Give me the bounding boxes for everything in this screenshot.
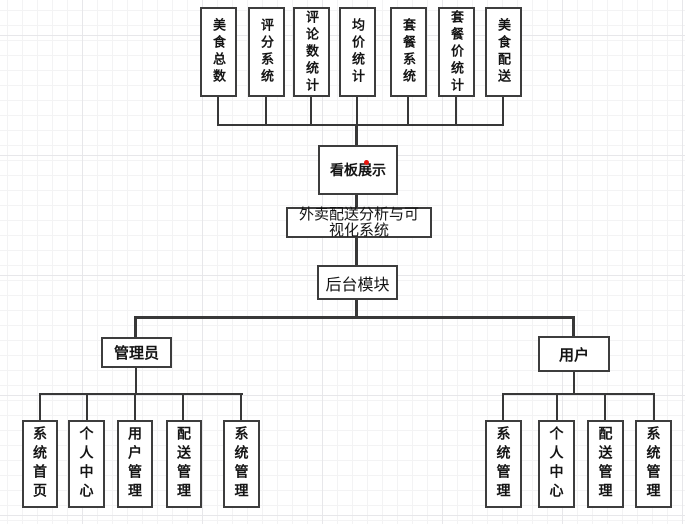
user-child-system-management-2[interactable]: 系统管理 [635,420,672,508]
connector-line [240,393,242,420]
system-title-node[interactable]: 外卖配送分析与可视化系统 [286,205,432,239]
admin-child-user-management[interactable]: 用户管理 [117,420,153,508]
top-node-combo-system-label: 套餐系统 [401,18,416,86]
top-node-food-total[interactable]: 美食总数 [200,7,237,97]
connector-line [134,393,136,420]
branch-bus-line [134,316,575,319]
connector-line [502,97,504,125]
user-label: 用户 [558,346,589,364]
connector-line [135,368,137,394]
dashboard-label: 看板展示 [330,162,386,178]
trunk-line [355,300,358,318]
user-child-system-management-1[interactable]: 系统管理 [485,420,522,508]
trunk-line [572,316,575,337]
user-child-delivery-management[interactable]: 配送管理 [587,420,624,508]
dashboard-node[interactable]: 看板展示 [318,145,398,195]
top-node-average-price-stats[interactable]: 均价统计 [339,7,376,97]
top-node-rating-system-label: 评分系统 [259,18,274,86]
top-node-comment-count-stats[interactable]: 评论数统计 [293,7,330,97]
backend-module-node[interactable]: 后台模块 [317,265,398,300]
admin-child-delivery-management-label: 配送管理 [176,426,192,502]
connector-line [407,97,409,125]
user-child-system-management-2-label: 系统管理 [645,426,662,502]
top-node-combo-system[interactable]: 套餐系统 [390,7,427,97]
admin-child-personal-center-label: 个人中心 [78,426,95,502]
connector-line [556,393,558,420]
connector-line [265,97,267,125]
connector-line [310,97,312,125]
trunk-line [355,195,358,207]
trunk-line [355,238,358,265]
user-child-personal-center[interactable]: 个人中心 [538,420,575,508]
top-node-rating-system[interactable]: 评分系统 [248,7,285,97]
admin-child-system-home[interactable]: 系统首页 [22,420,58,508]
top-node-comment-count-stats-label: 评论数统计 [304,9,319,95]
admin-child-delivery-management[interactable]: 配送管理 [166,420,202,508]
user-bus-line [502,393,655,395]
admin-child-personal-center[interactable]: 个人中心 [68,420,105,508]
top-node-combo-price-stats[interactable]: 套餐价统计 [438,7,475,97]
admin-bus-line [39,393,243,395]
connector-line [455,97,457,125]
admin-child-user-management-label: 用户管理 [127,426,143,502]
user-child-system-management-1-label: 系统管理 [495,426,512,502]
connector-line [217,97,219,125]
user-node[interactable]: 用户 [538,336,610,372]
admin-label: 管理员 [113,345,159,362]
top-node-average-price-stats-label: 均价统计 [350,18,365,86]
connector-line [653,393,655,420]
user-child-delivery-management-label: 配送管理 [597,426,614,502]
user-child-personal-center-label: 个人中心 [548,426,565,502]
admin-child-system-management[interactable]: 系统管理 [223,420,260,508]
top-node-food-delivery-label: 美食配送 [496,18,511,86]
system-title-label: 外卖配送分析与可视化系统 [298,205,419,239]
connector-line [604,393,606,420]
trunk-line [355,124,358,145]
admin-child-system-management-label: 系统管理 [233,426,250,502]
red-dot-marker [364,160,369,165]
connector-line [356,97,358,125]
connector-line [573,372,575,394]
trunk-line [134,316,137,337]
connector-line [502,393,504,420]
connector-line [39,393,41,420]
top-node-combo-price-stats-label: 套餐价统计 [449,9,464,95]
top-node-food-total-label: 美食总数 [211,18,226,86]
backend-module-label: 后台模块 [325,276,390,294]
admin-child-system-home-label: 系统首页 [32,426,48,502]
connector-line [182,393,184,420]
top-node-food-delivery[interactable]: 美食配送 [485,7,522,97]
top-bus-line [217,124,504,126]
admin-node[interactable]: 管理员 [101,337,172,368]
connector-line [86,393,88,420]
